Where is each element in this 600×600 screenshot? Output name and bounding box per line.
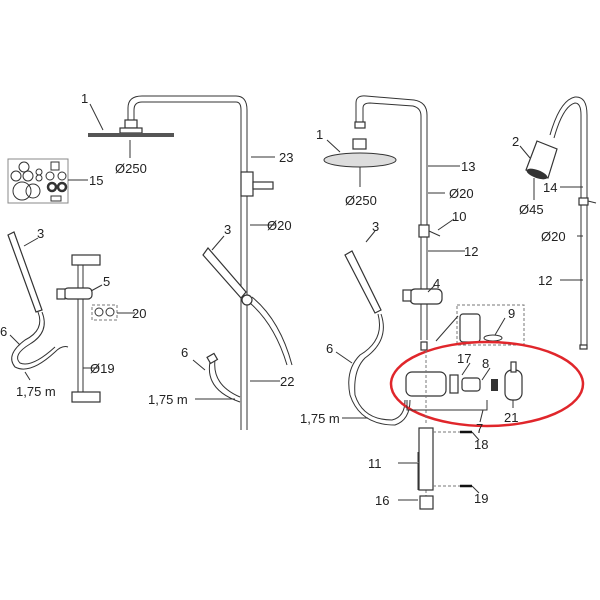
left-spare-hose [208, 359, 241, 403]
right-rain-head [323, 152, 397, 168]
washer [105, 307, 115, 317]
label-left-hand-shower: 3 [224, 222, 231, 237]
label-left-head: 1 [81, 91, 88, 106]
label-right-pipe-diameter: Ø20 [449, 186, 474, 201]
left-rail-bottom-cap [71, 391, 101, 403]
label-right-upper-pipe: 13 [461, 159, 475, 174]
seals-18-19 [460, 430, 472, 488]
label-left-hose: 6 [181, 345, 188, 360]
left-leader-lines [9, 103, 280, 400]
highlight-ellipse [389, 340, 585, 428]
label-right-slider: 4 [433, 276, 440, 291]
label-left-hose-2: 6 [0, 324, 7, 339]
cartridge [459, 313, 481, 343]
label-left-hand-shower-2: 3 [37, 226, 44, 241]
left-riser-pipe [127, 95, 248, 430]
side-pipe [549, 96, 588, 345]
slider-cup [56, 288, 66, 300]
label-side-head-diameter: Ø45 [519, 202, 544, 217]
right-holder-arm [428, 230, 441, 237]
label-side-lower-pipe: 12 [538, 273, 552, 288]
label-part-19: 19 [474, 491, 488, 506]
label-right-hand-shower: 3 [372, 219, 379, 234]
left-assembly: 1 Ø250 23 Ø20 3 6 1,75 m 22 15 5 20 3 6 … [0, 91, 294, 430]
left-hand-shower [202, 247, 247, 299]
left-hand-hose [249, 296, 293, 366]
end-cap [419, 495, 434, 510]
o-ring [483, 334, 503, 342]
clamp-arm [587, 200, 597, 204]
seal-kit-rings [10, 161, 68, 202]
label-left-hose-length-2: 1,75 m [16, 384, 56, 399]
cartridge-8 [461, 377, 481, 392]
seal-guides [433, 431, 460, 487]
washers-box [91, 304, 118, 321]
hose-nut [206, 352, 219, 365]
label-left-pipe-diameter: Ø20 [267, 218, 292, 233]
left-rail-top-cap [71, 254, 101, 266]
slider-cup [402, 289, 412, 302]
label-washers: 20 [132, 306, 146, 321]
right-hand-shower [344, 250, 382, 314]
label-cartridge-set: 9 [508, 306, 515, 321]
label-seal-kit: 15 [89, 173, 103, 188]
right-slider [409, 288, 443, 305]
label-left-upper-pipe: 23 [279, 150, 293, 165]
right-leader-lines [326, 139, 514, 501]
label-right-head-diameter: Ø250 [345, 193, 377, 208]
label-holder: 10 [452, 209, 466, 224]
right-hose [348, 313, 411, 426]
side-shower-head [525, 140, 558, 179]
label-mixer: 7 [476, 421, 483, 436]
left-head-connector [124, 119, 138, 129]
label-right-hose-length: 1,75 m [300, 411, 340, 426]
label-handle: 21 [504, 410, 518, 425]
label-part-18: 18 [474, 437, 488, 452]
left-rain-head [88, 133, 174, 137]
pipe-end [579, 344, 588, 350]
label-part-17: 17 [457, 351, 471, 366]
cartridge-set-box [456, 304, 525, 346]
label-side-head: 2 [512, 134, 519, 149]
left-diverter [240, 171, 254, 197]
pipe-end [420, 341, 428, 351]
part-17-clip [449, 374, 459, 394]
label-side-pipe: 14 [543, 180, 557, 195]
label-left-slider: 5 [103, 274, 110, 289]
right-head-thread [354, 121, 366, 129]
label-right-lower-pipe: 11 [368, 456, 382, 471]
right-assembly: 1 Ø250 13 Ø20 10 12 4 9 3 6 1,75 m 17 8 … [300, 95, 585, 510]
label-end-cap: 16 [375, 493, 389, 508]
nut [491, 379, 498, 391]
label-part-8: 8 [482, 356, 489, 371]
side-leader-lines [519, 145, 583, 281]
handle-lever [510, 361, 517, 373]
right-holder-clamp [418, 224, 430, 238]
label-right-middle-pipe: 12 [464, 244, 478, 259]
left-hand-shower-holder [241, 294, 253, 306]
label-right-hose: 6 [326, 341, 333, 356]
label-left-hose-length: 1,75 m [148, 392, 188, 407]
left-slider [63, 287, 93, 300]
label-left-head-diameter: Ø250 [115, 161, 147, 176]
washer [94, 307, 104, 317]
right-lower-pipe [418, 427, 434, 491]
side-clamp [578, 197, 589, 206]
left-hose-2 [11, 311, 69, 370]
side-assembly: 2 14 Ø45 Ø20 12 [512, 96, 597, 350]
label-side-pipe-diameter: Ø20 [541, 229, 566, 244]
left-hand-shower-2 [7, 231, 43, 313]
label-rail-diameter: Ø19 [90, 361, 115, 376]
label-right-head: 1 [316, 127, 323, 142]
right-riser-pipe [355, 95, 428, 340]
side-head-face [526, 168, 548, 180]
left-slide-rail [77, 265, 84, 392]
left-diverter-lever [252, 181, 274, 190]
handle-21 [504, 369, 523, 401]
right-head-connector [352, 138, 367, 150]
label-left-lower-pipe: 22 [280, 374, 294, 389]
left-head-mount [119, 127, 143, 134]
